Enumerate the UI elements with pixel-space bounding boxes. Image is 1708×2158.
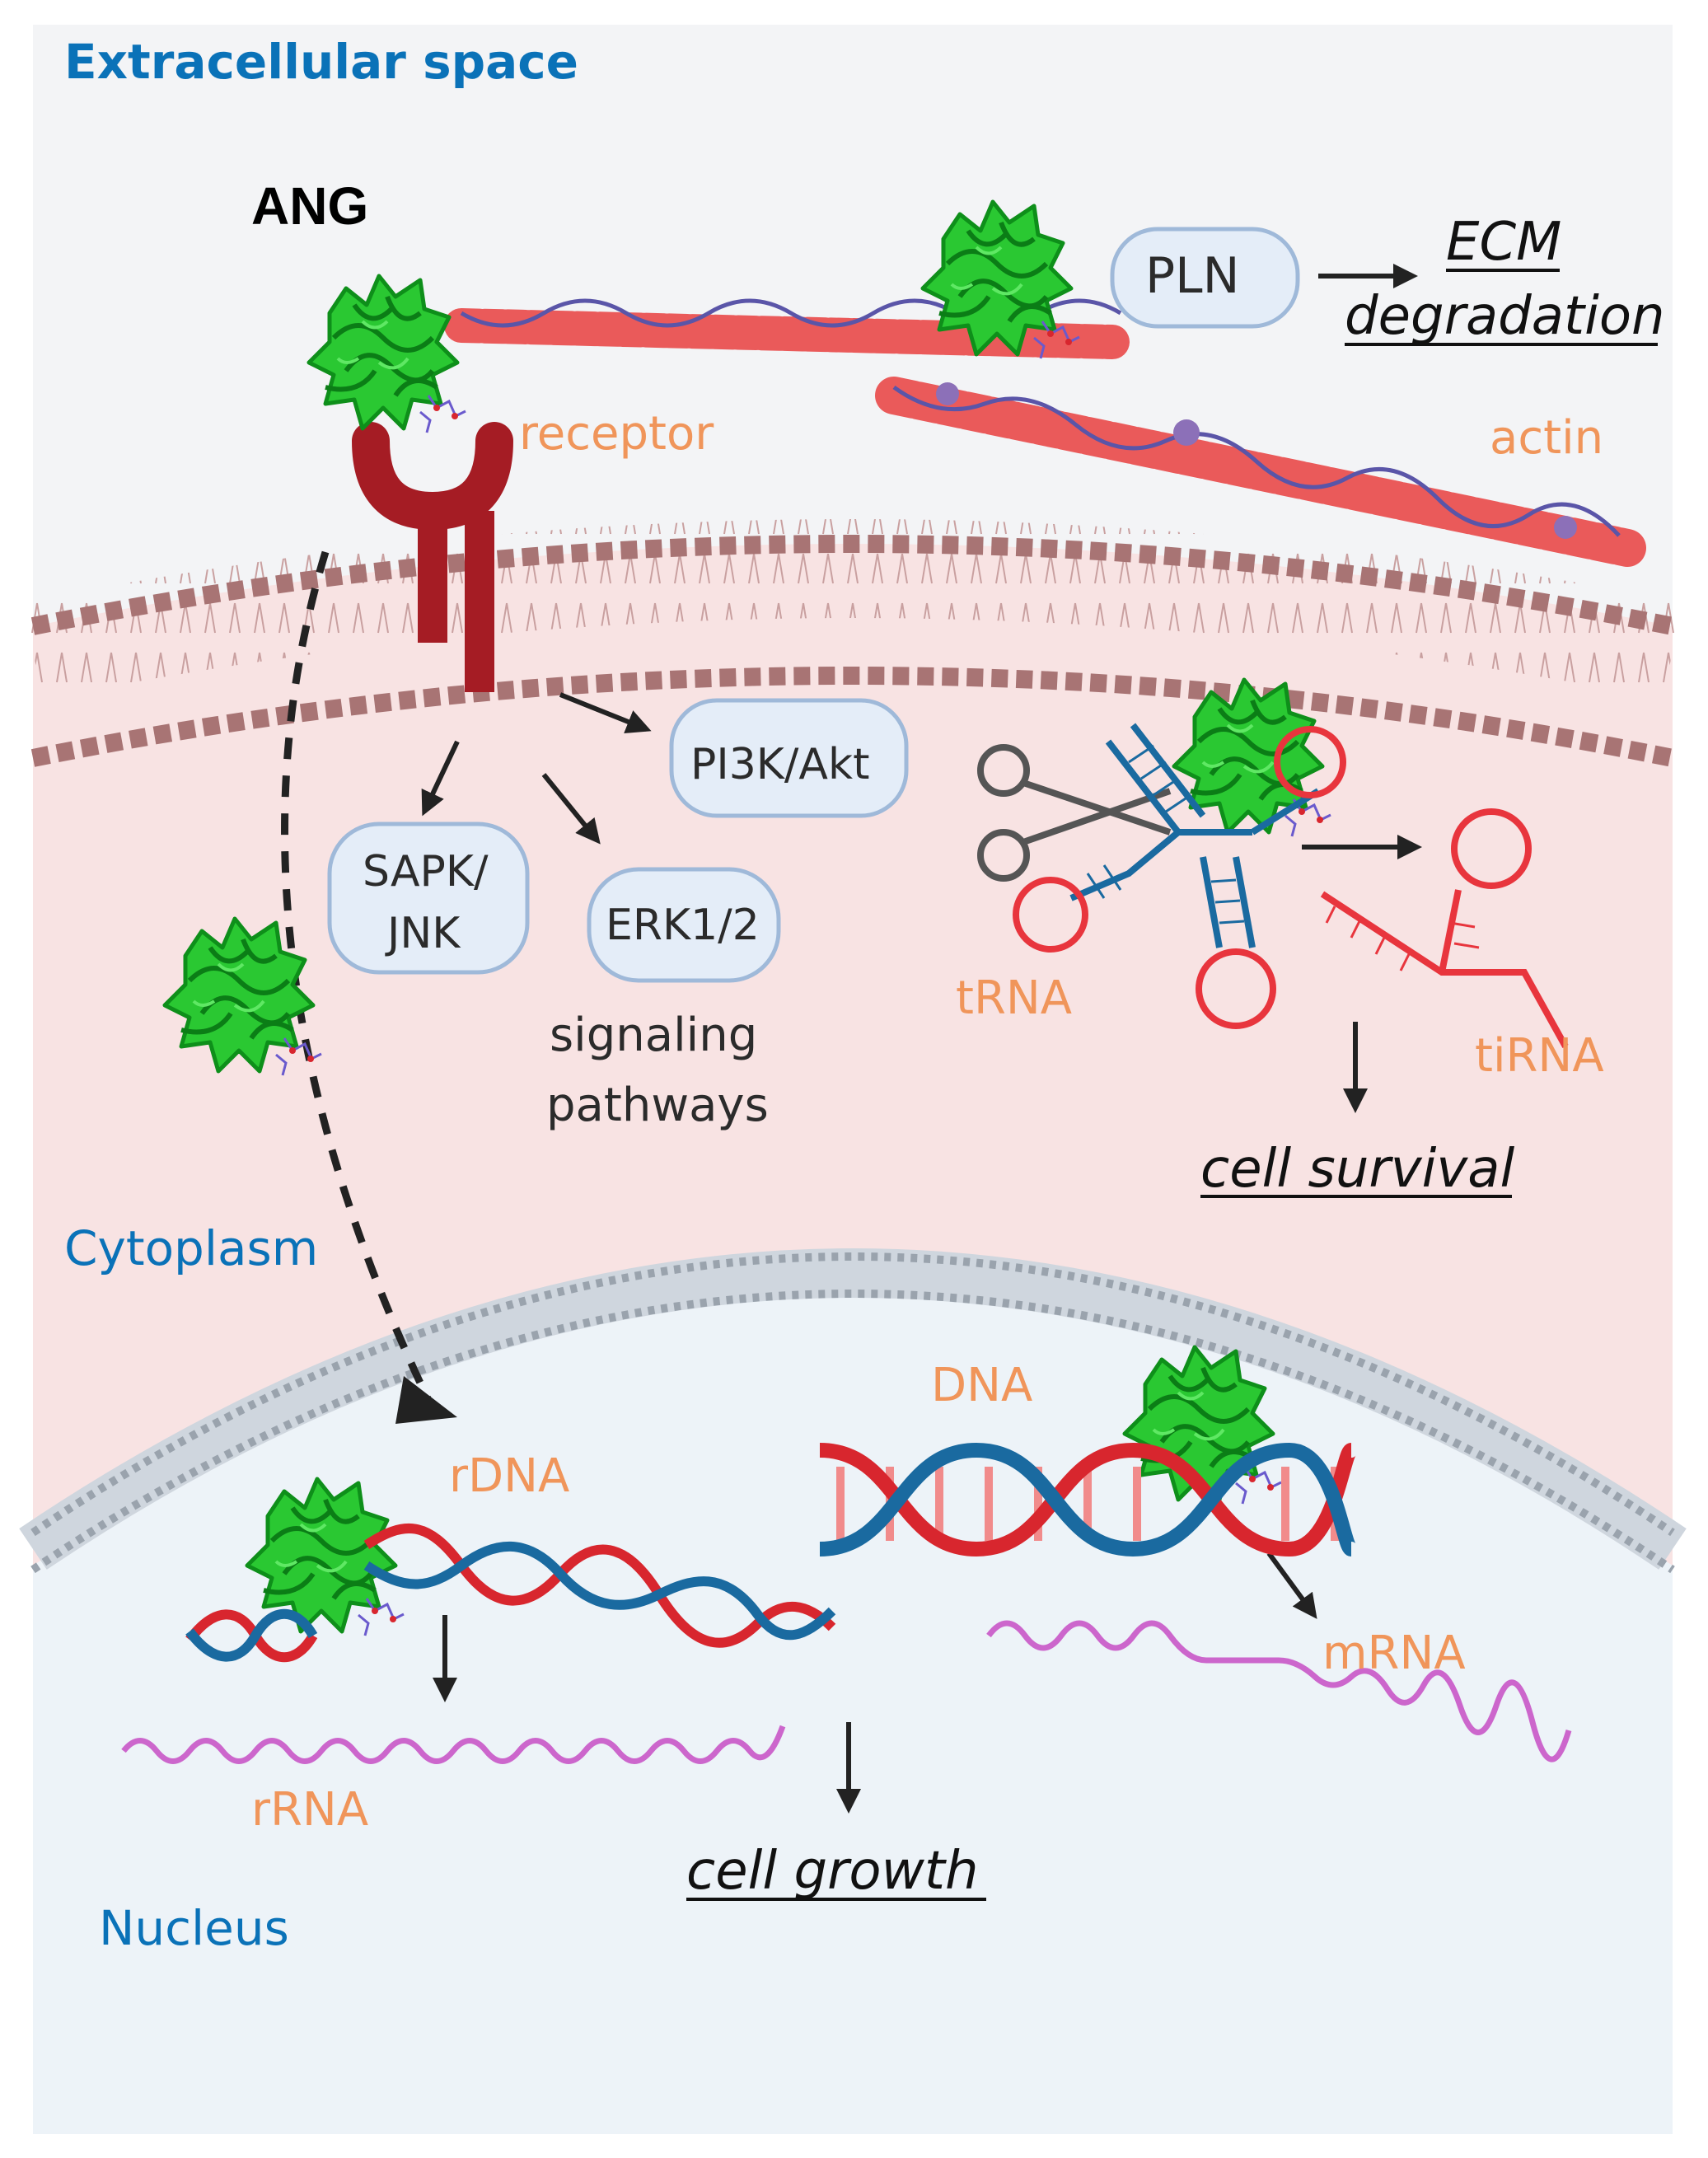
pln-label: PLN xyxy=(1145,247,1240,305)
sapk-label-line1: SAPK/ xyxy=(363,847,489,896)
signaling-label-line2: pathways xyxy=(546,1079,769,1132)
arrow-to-erk xyxy=(541,773,601,845)
rdna-strands xyxy=(185,1524,836,1663)
ang-label: ANG xyxy=(251,176,368,236)
trna-structure xyxy=(1013,723,1346,1029)
arrow-to-pi3k xyxy=(559,692,652,734)
rrna-wave xyxy=(121,1725,786,1764)
dna-label: DNA xyxy=(931,1359,1032,1412)
sapk-label-line2: JNK xyxy=(385,909,461,958)
actin-label: actin xyxy=(1490,411,1603,465)
nucleus-background xyxy=(33,1290,1673,2134)
tirna-structure xyxy=(1320,808,1569,1048)
plasma-membrane xyxy=(23,519,1682,767)
nucleus-label: Nucleus xyxy=(99,1900,289,1956)
erk-pill xyxy=(587,867,781,983)
arrow-to-mrna xyxy=(1266,1552,1317,1619)
rdna-label: rDNA xyxy=(449,1449,569,1503)
rrna-label: rRNA xyxy=(251,1783,368,1837)
extracellular-label: Extracellular space xyxy=(64,34,578,90)
mrna-label: mRNA xyxy=(1322,1627,1466,1680)
pi3k-pill xyxy=(669,698,909,818)
nuclear-membrane xyxy=(19,1248,1687,1574)
ecm-label-line1: ECM xyxy=(1446,212,1561,273)
receptor-label: receptor xyxy=(519,407,714,461)
signaling-label-line1: signaling xyxy=(550,1009,757,1062)
tirna-label: tiRNA xyxy=(1475,1029,1604,1083)
sapk-pill xyxy=(327,822,530,975)
cell-survival-label: cell survival xyxy=(1200,1139,1514,1200)
pln-pill xyxy=(1110,227,1300,329)
receptor xyxy=(352,422,513,692)
scissors-icon xyxy=(977,744,1172,882)
pi3k-label: PI3K/Akt xyxy=(690,740,869,789)
dna-helix xyxy=(819,1442,1359,1557)
arrow-to-sapk xyxy=(421,740,460,817)
actin-filament-lower xyxy=(875,377,1646,567)
nuclear-translocation-arrowhead xyxy=(395,1376,457,1424)
cell-growth-label: cell growth xyxy=(686,1841,979,1902)
erk-label: ERK1/2 xyxy=(606,901,760,950)
ecm-label-line2: degradation xyxy=(1345,286,1665,347)
trna-label: tRNA xyxy=(956,971,1072,1025)
mrna-wave xyxy=(986,1620,1572,1762)
cytoplasm-label: Cytoplasm xyxy=(64,1220,318,1276)
